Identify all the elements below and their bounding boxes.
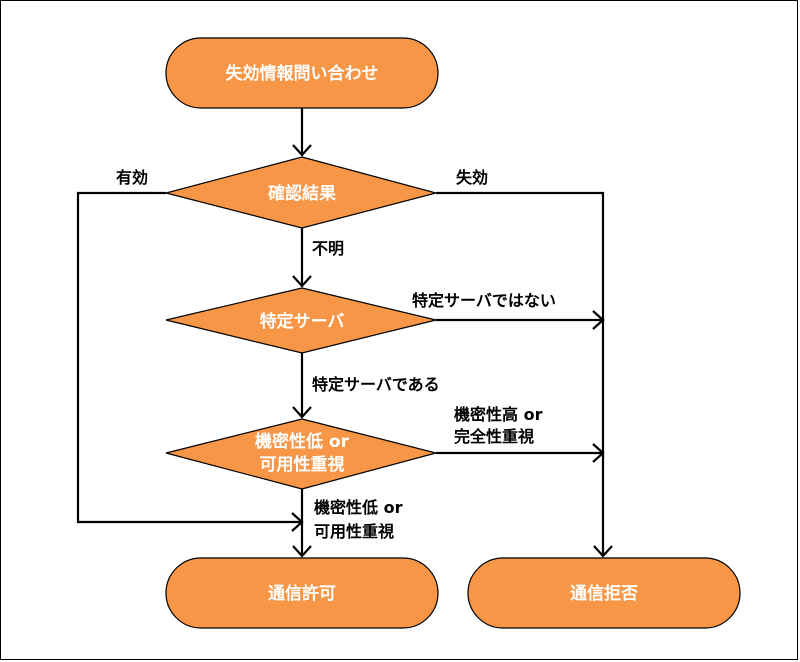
- arrowhead-sensitivity-to-allow: [292, 545, 312, 558]
- check-decision-shape: [163, 156, 439, 229]
- node-deny: 通信拒否: [467, 557, 741, 629]
- sensitivity-decision-shape: [165, 418, 439, 490]
- connectors: [76, 108, 613, 558]
- start-terminal-shape: [165, 37, 439, 109]
- sensitivity-label-line2: 可用性重視: [260, 454, 345, 475]
- check-label: 確認結果: [268, 183, 336, 204]
- edge-revoked-to-deny: [436, 191, 605, 556]
- arrowhead-high: [592, 443, 605, 463]
- label-valid: 有効: [116, 168, 148, 187]
- node-check-result: 確認結果: [163, 156, 439, 229]
- edge-labels: 有効 失効 不明 特定サーバではない 特定サーバである 機密性高 or 完全性重…: [116, 168, 556, 541]
- label-not-specific-server: 特定サーバではない: [412, 291, 556, 310]
- arrowhead-not-server: [592, 310, 605, 330]
- node-start: 失効情報問い合わせ: [165, 37, 439, 109]
- label-high-line1: 機密性高 or: [454, 405, 543, 424]
- arrowhead-check-to-server: [292, 275, 312, 288]
- allow-label: 通信許可: [268, 583, 336, 604]
- label-specific-server: 特定サーバである: [312, 375, 440, 394]
- deny-terminal-shape: [467, 557, 741, 629]
- deny-label: 通信拒否: [570, 583, 638, 604]
- node-specific-server: 特定サーバ: [165, 287, 437, 354]
- node-allow: 通信許可: [165, 557, 439, 629]
- edge-valid-to-allow: [76, 191, 302, 524]
- label-unknown: 不明: [312, 239, 344, 258]
- server-label: 特定サーバ: [260, 311, 345, 332]
- sensitivity-label-line1: 機密性低 or: [255, 431, 350, 452]
- start-label: 失効情報問い合わせ: [226, 63, 379, 84]
- node-sensitivity: 機密性低 or 可用性重視: [165, 418, 439, 490]
- label-low-line2: 可用性重視: [314, 522, 394, 541]
- allow-terminal-shape: [165, 557, 439, 629]
- arrowhead-valid: [291, 512, 304, 532]
- arrowhead-revoked: [593, 545, 613, 558]
- arrowhead-server-to-sensitivity: [292, 406, 312, 419]
- label-high-line2: 完全性重視: [454, 427, 534, 446]
- label-low-line1: 機密性低 or: [314, 498, 403, 517]
- label-revoked: 失効: [456, 168, 488, 187]
- arrowhead-start-to-check: [292, 144, 312, 157]
- server-decision-shape: [165, 287, 437, 354]
